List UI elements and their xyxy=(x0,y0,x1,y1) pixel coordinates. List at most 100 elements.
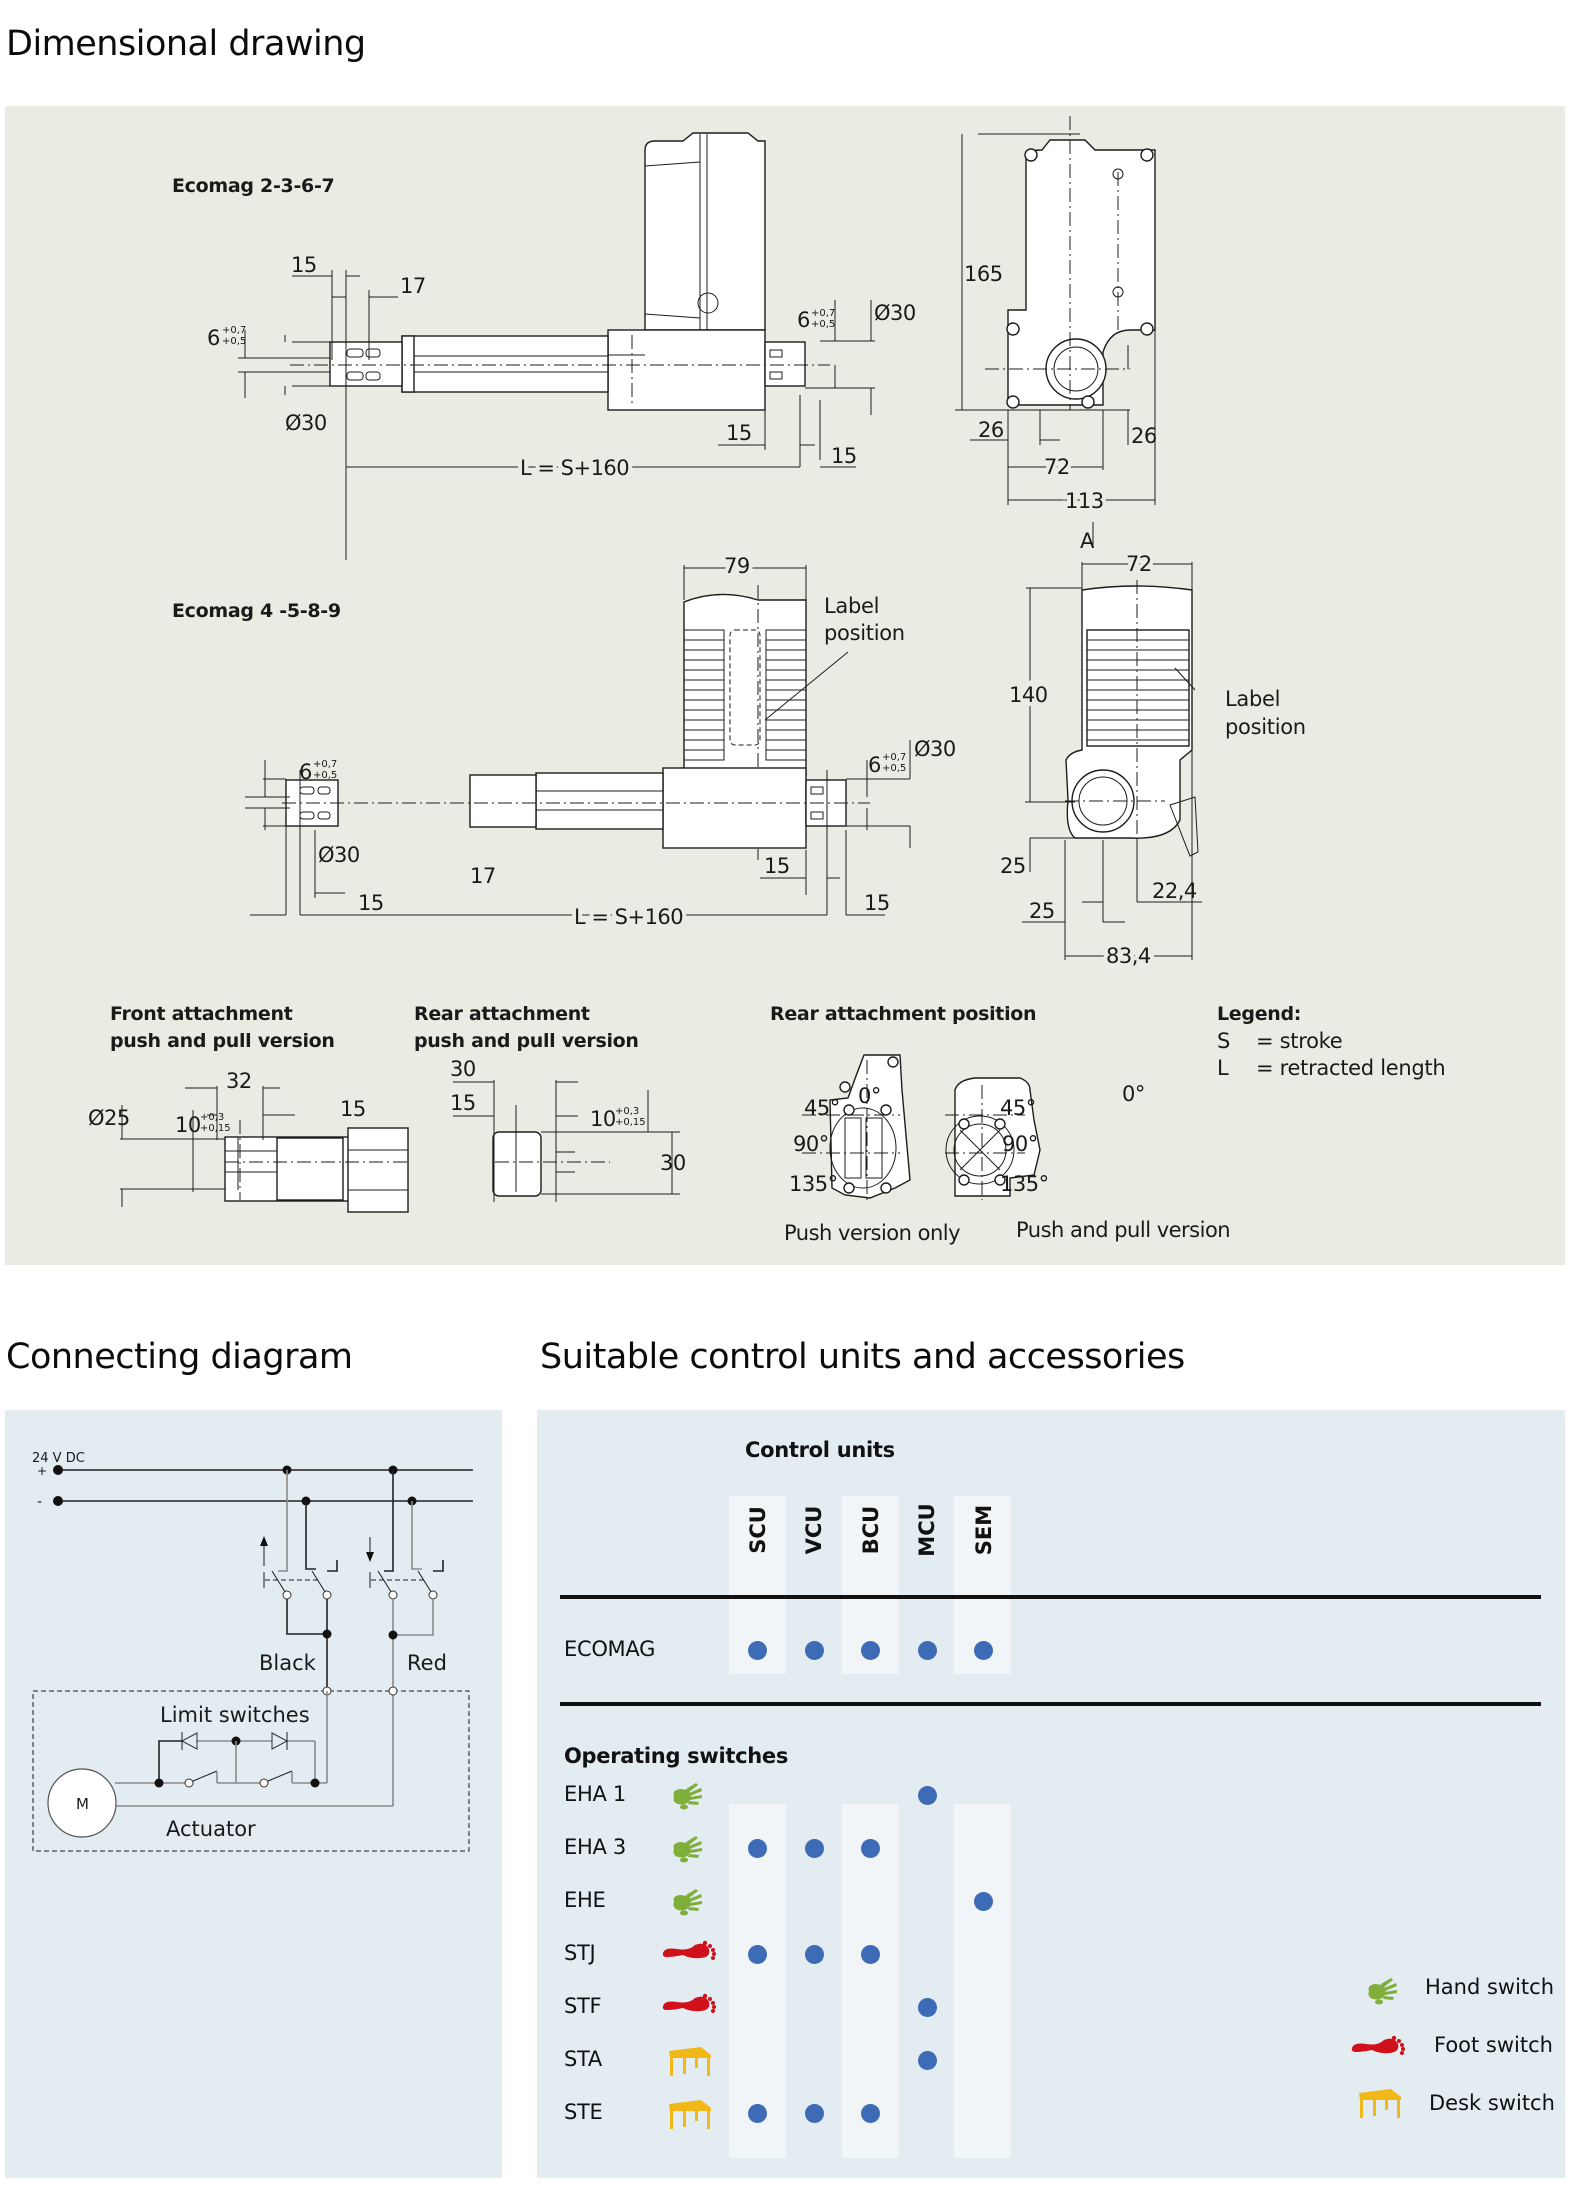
legend-value-s: = stroke xyxy=(1256,1029,1342,1053)
side-view-a-marker: A xyxy=(1080,529,1095,553)
compat-dot xyxy=(805,2104,824,2123)
actuator-row-label: ECOMAG xyxy=(564,1637,656,1661)
supply-voltage-label: 24 V DC xyxy=(32,1451,85,1466)
foot-switch-legend-icon xyxy=(1350,2034,1406,2062)
compat-dot xyxy=(974,1892,993,1911)
dim-b-83-4: 83,4 xyxy=(1106,944,1151,968)
dim-a-15a: 15 xyxy=(291,253,317,277)
dim-a-17: 17 xyxy=(400,274,426,298)
dim-front-15: 15 xyxy=(340,1097,366,1121)
dim-b-tol-dn-r: +0,5 xyxy=(882,763,906,774)
hand-switch-icon xyxy=(668,1833,710,1869)
dim-a-72: 72 xyxy=(1044,455,1070,479)
label-position-b1-line2: position xyxy=(824,621,905,645)
dim-b-tol6r: 6 xyxy=(868,753,881,777)
dim-rear-h30: 30 xyxy=(660,1151,686,1175)
angle-0-push-only: 0° xyxy=(858,1084,881,1108)
model-a-side-view xyxy=(955,116,1156,505)
accessories-panel: Control units SCU VCU BCU MCU SEM ECOMAG… xyxy=(537,1410,1565,2178)
angle-135-push-pull: 135° xyxy=(1000,1172,1049,1196)
legend-key-l: L xyxy=(1217,1056,1229,1080)
control-units-label: Control units xyxy=(745,1438,895,1462)
compat-dot xyxy=(861,1839,880,1858)
limit-switches-label: Limit switches xyxy=(160,1703,310,1727)
model-a-label: Ecomag 2-3-6-7 xyxy=(172,175,334,197)
column-header-scu: SCU xyxy=(746,1506,770,1554)
front-attachment-title-line2: push and pull version xyxy=(110,1030,335,1052)
dim-a-26a: 26 xyxy=(978,418,1004,442)
dim-a-tol-up: +0,7 xyxy=(222,325,246,336)
dim-b-25b: 25 xyxy=(1029,899,1055,923)
dim-a-26b: 26 xyxy=(1131,424,1157,448)
label-position-b2-line1: Label xyxy=(1225,687,1280,711)
column-header-mcu: MCU xyxy=(915,1503,939,1557)
column-band-sem-switches xyxy=(954,1804,1011,2158)
angle-135-push-only: 135° xyxy=(789,1172,838,1196)
accessories-title: Suitable control units and accessories xyxy=(540,1337,1185,1377)
switch-name: EHA 1 xyxy=(564,1782,626,1806)
angle-45-push-only: 45° xyxy=(804,1096,840,1120)
dim-a-165: 165 xyxy=(964,262,1003,286)
compat-dot xyxy=(918,1786,937,1805)
switch-name: EHE xyxy=(564,1888,606,1912)
dimensional-drawing-title: Dimensional drawing xyxy=(6,24,366,64)
dim-rear-tol10: 10 xyxy=(590,1107,616,1131)
black-wire-label: Black xyxy=(259,1651,317,1675)
dim-rear-tol-up: +0,3 xyxy=(615,1106,639,1117)
dim-b-tol-up: +0,7 xyxy=(313,759,337,770)
switch-name: STJ xyxy=(564,1941,596,1965)
rear-attachment-title-line1: Rear attachment xyxy=(414,1003,590,1025)
black-switch-group xyxy=(260,1470,338,1691)
compat-dot-ecomag-mcu xyxy=(918,1641,937,1660)
compat-dot xyxy=(805,1945,824,1964)
dim-b-15c: 15 xyxy=(864,891,890,915)
plus-terminal xyxy=(53,1465,63,1475)
legend-value-l: = retracted length xyxy=(1256,1056,1445,1080)
connecting-diagram-panel: 24 V DC + - Bla xyxy=(5,1410,502,2178)
compat-dot-ecomag-sem xyxy=(974,1641,993,1660)
foot-switch-icon xyxy=(661,1992,717,2020)
compat-dot-ecomag-vcu xyxy=(805,1641,824,1660)
red-wire-label: Red xyxy=(407,1651,447,1675)
dim-b-tol-up-r: +0,7 xyxy=(882,752,906,763)
dim-b-25a: 25 xyxy=(1000,854,1026,878)
dim-b-tol-dn: +0,5 xyxy=(313,770,337,781)
dim-front-32: 32 xyxy=(226,1069,252,1093)
cooling-fins-left xyxy=(684,639,806,751)
switch-name: EHA 3 xyxy=(564,1835,626,1859)
dim-rear-tol-dn: +0,15 xyxy=(615,1117,646,1128)
dim-b-dia30: Ø30 xyxy=(318,843,360,867)
dim-a-length: L = S+160 xyxy=(520,456,629,480)
column-band-scu-switches xyxy=(729,1804,786,2158)
actuator-boundary xyxy=(32,1690,470,1852)
limit-switch-circuit xyxy=(115,1691,393,1807)
foot-switch-legend-label: Foot switch xyxy=(1434,2033,1553,2057)
rear-position-title: Rear attachment position xyxy=(770,1003,1036,1025)
compat-dot xyxy=(861,1945,880,1964)
compat-dot-ecomag-bcu xyxy=(861,1641,880,1660)
table-rule-top xyxy=(560,1595,1541,1599)
dim-front-tol-up: +0,3 xyxy=(200,1112,224,1123)
hand-switch-legend-icon xyxy=(1363,1975,1405,2011)
minus-terminal xyxy=(53,1496,63,1506)
desk-switch-icon xyxy=(667,2045,713,2081)
front-attachment-title-line1: Front attachment xyxy=(110,1003,293,1025)
label-position-b2-line2: position xyxy=(1225,715,1306,739)
dim-b-side-72: 72 xyxy=(1126,552,1152,576)
front-attachment-drawing xyxy=(120,1086,410,1213)
compat-dot xyxy=(918,1998,937,2017)
foot-switch-icon xyxy=(661,1939,717,1967)
dim-a-tol-up-r: +0,7 xyxy=(811,308,835,319)
dim-a-tol-dn: +0,5 xyxy=(222,336,246,347)
column-header-bcu: BCU xyxy=(859,1505,883,1555)
compat-dot xyxy=(748,2104,767,2123)
dim-a-113: 113 xyxy=(1065,489,1104,513)
dim-front-dia25: Ø25 xyxy=(88,1106,130,1130)
model-b-label: Ecomag 4 -5-8-9 xyxy=(172,600,341,622)
compat-dot xyxy=(748,1839,767,1858)
dim-a-tol6: 6 xyxy=(207,326,220,350)
side-cooling-fins xyxy=(1087,639,1189,741)
desk-switch-legend-icon xyxy=(1357,2087,1403,2123)
caption-push-only: Push version only xyxy=(784,1221,960,1245)
plus-terminal-label: + xyxy=(37,1464,47,1478)
